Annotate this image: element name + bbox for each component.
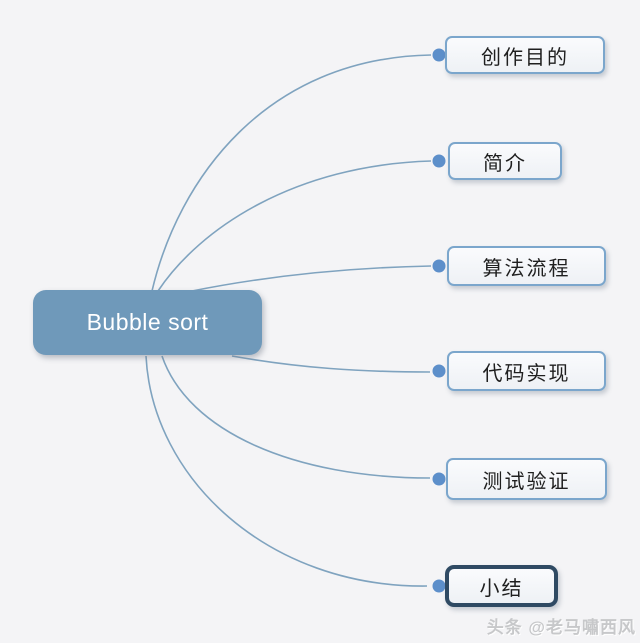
branch-node-summary[interactable]: 小结 — [445, 565, 558, 607]
branch-node-creation-purpose[interactable]: 创作目的 — [445, 36, 605, 74]
connector-dot — [432, 364, 446, 378]
connector-curve-algorithm-flow — [191, 265, 432, 292]
connector-dot — [432, 259, 446, 273]
connector-curve-creation-purpose — [151, 54, 432, 292]
connector-dot — [432, 48, 446, 62]
connector-curve-test-verification — [161, 355, 431, 479]
branch-node-code-implementation[interactable]: 代码实现 — [447, 351, 606, 391]
connector-dot — [432, 472, 446, 486]
connector-dot — [432, 579, 446, 593]
connector-curve-summary — [145, 355, 428, 587]
connector-curve-intro — [157, 160, 432, 292]
branch-node-test-verification[interactable]: 测试验证 — [446, 458, 607, 500]
root-node-bubble-sort[interactable]: Bubble sort — [33, 290, 262, 355]
branch-node-intro[interactable]: 简介 — [448, 142, 562, 180]
connector-curve-code-implementation — [231, 355, 431, 373]
branch-node-algorithm-flow[interactable]: 算法流程 — [447, 246, 606, 286]
watermark-text: 头条 @老马嘯西风 — [486, 618, 636, 637]
connector-dot — [432, 154, 446, 168]
